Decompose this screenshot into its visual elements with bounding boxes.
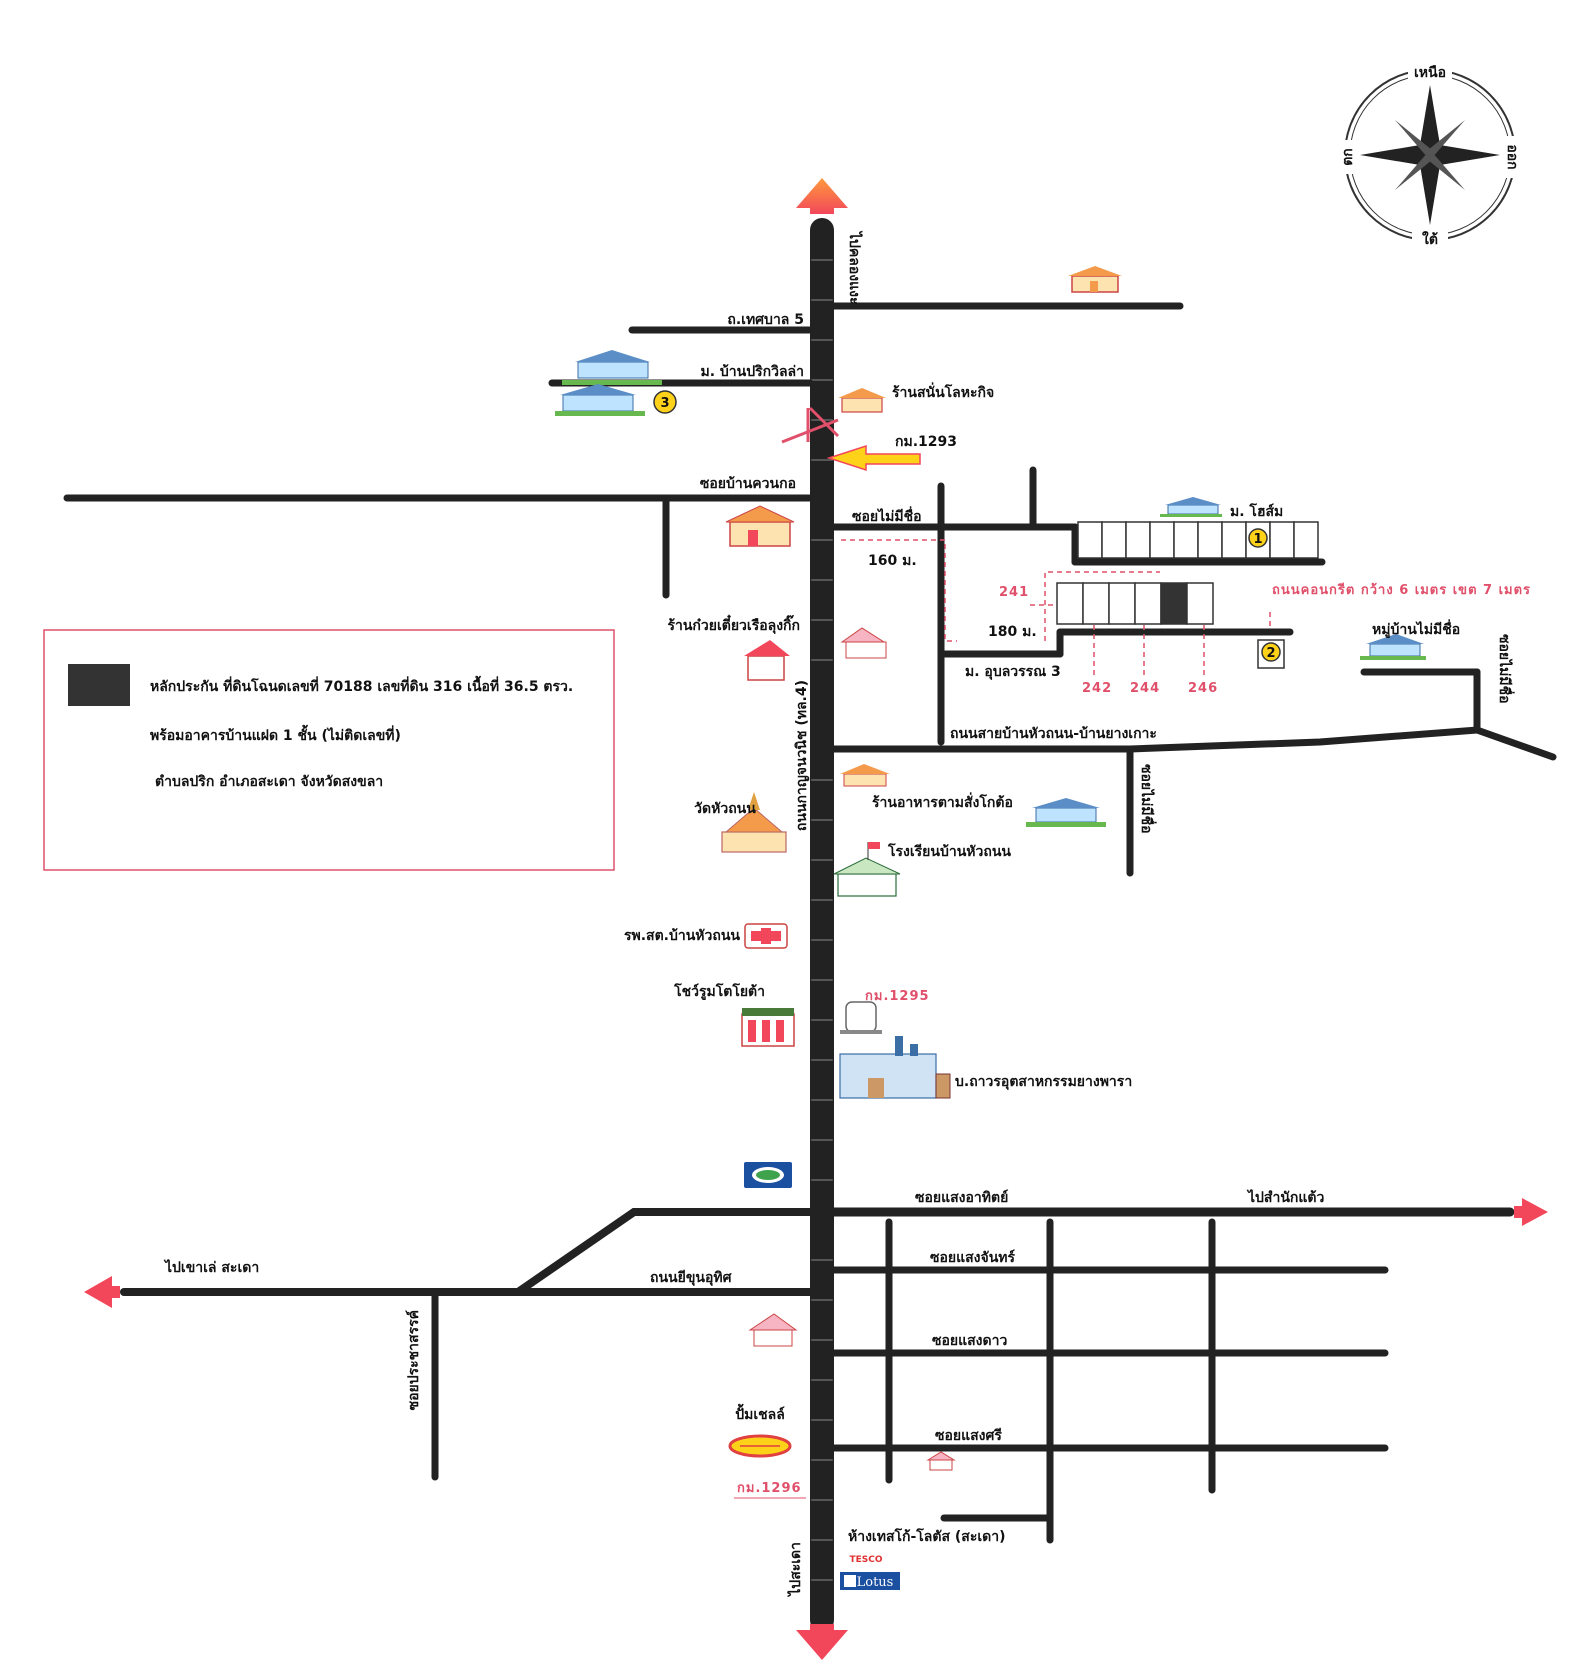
compass-rose: เหนือ ใต้ ตก ออก [1340,63,1520,248]
label-soi-saeng-si: ซอยแสงศรี [935,1428,1002,1444]
label-soi-saeng-chan: ซอยแสงจันทร์ [930,1249,1016,1266]
svg-text:1: 1 [1253,532,1262,547]
label-plot-241: 241 [999,585,1029,600]
compass-west-label: ตก [1340,148,1356,166]
legend-line-2: พร้อมอาคารบ้านแฝด 1 ชั้น (ไม่ติดเลขที่) [150,724,401,744]
svg-text:Lotus: Lotus [857,1575,894,1590]
small-house-icon [840,627,887,659]
compass-east-label: ออก [1504,144,1520,169]
label-restaurant: ร้านอาหารตามสั่งโกต้อ [872,792,1013,811]
legend-line-1: หลักประกัน ที่ดินโฉนดเลขที่ 70188 เลขที่… [150,675,573,695]
direction-arrows [84,178,1548,1660]
label-wat: วัดหัวถนน [694,801,756,817]
label-km1295: กม.1295 [865,989,930,1004]
label-soi-saeng-athit: ซอยแสงอาทิตย์ [915,1189,1008,1206]
label-tesco: ห้างเทสโก้-โลตัส (สะเดา) [848,1527,1006,1545]
label-hua-thanon-road: ถนนสายบ้านหัวถนน-บ้านยางเกาะ [950,726,1157,742]
small-shop-icon [926,1451,956,1471]
label-soi-khuan-kol: ซอยบ้านควนกอ [700,476,796,492]
label-ubonwan3: ม. อุบลวรรณ 3 [965,664,1061,680]
legend-box: หลักประกัน ที่ดินโฉนดเลขที่ 70188 เลขที่… [43,629,615,871]
toyota-showroom-icon [741,1008,795,1047]
marker-3: 3 [653,390,677,414]
label-km1296: กม.1296 [737,1481,802,1496]
svg-text:TESCO: TESCO [849,1555,882,1565]
label-distance-180: 180 ม. [988,624,1037,640]
arrow-km1293 [826,444,921,472]
collateral-plot [1160,582,1188,625]
label-hospital: รพ.สต.บ้านหัวถนน [624,928,740,944]
junction-cross-mark [781,406,840,444]
label-school: โรงเรียนบ้านหัวถนน [887,842,1011,860]
school-icon [833,842,901,897]
label-unnamed-village: หมู่บ้านไม่มีชื่อ [1372,619,1460,638]
label-main-road: ถนนกาญจนวนิช (ทล.4) [794,680,810,831]
label-rubber-factory: บ.ถาวรอุตสาหกรรมยางพารา [955,1074,1132,1090]
roads-layer [63,218,1557,1632]
label-sanan-shop: ร้านสนั่นโลหะกิจ [892,382,994,401]
compass-north-label: เหนือ [1414,65,1446,81]
tesco-lotus-logo: TESCO Lotus [840,1555,900,1590]
village-icon-south [1026,798,1106,827]
legend-line-3: ตำบลปริก อำเภอสะเดา จังหวัดสงขลา [155,774,383,790]
subject-plots [1056,582,1214,625]
km1295-post-icon [840,1001,882,1034]
noodle-shop-icon [744,640,790,681]
label-distance-160: 160 ม. [868,553,917,569]
label-yi-khun-uthit: ถนนยีขุนอุทิศ [650,1270,733,1286]
shop-icon [838,388,886,413]
label-to-khlong-hae: ไปคลองแงะ [846,230,864,305]
label-to-samnak-taeo: ไปสำนักแต้ว [1246,1188,1324,1206]
svg-text:2: 2 [1266,646,1275,661]
svg-text:3: 3 [660,396,669,411]
village-icon-unnamed [1360,634,1426,660]
marker-1: 1 [1248,528,1268,548]
label-ban-prik-villa: ม. บ้านปริกวิลล่า [700,364,804,380]
label-tessaban5: ถ.เทศบาล 5 [727,312,804,328]
temple-icon [721,792,787,853]
label-home-village: ม. โฮส์ม [1230,502,1283,520]
label-km1293: กม.1293 [895,434,957,450]
village-house-icon [555,350,662,416]
marker-2: 2 [1261,642,1281,662]
label-soi-unnamed-3: ซอยไม่มีชื่อ [1138,764,1157,834]
bank-logo-icon [744,1162,792,1188]
label-concrete-road: ถนนคอนกรีต กว้าง 6 เมตร เขต 7 เมตร [1272,582,1531,598]
shell-logo-icon [728,1434,792,1458]
label-soi-unnamed-2: ซอยไม่มีชื่อ [1496,634,1515,704]
label-soi-saeng-dao: ซอยแสงดาว [932,1333,1007,1349]
hospital-icon [744,923,788,949]
arrow-west [84,1276,120,1308]
restaurant-icon [840,764,890,787]
label-shell: ปั้มเชลล์ [735,1403,785,1423]
label-noodle-shop: ร้านก๋วยเตี๋ยวเรือลุงกิ๊ก [667,614,800,634]
label-soi-unnamed-1: ซอยไม่มีชื่อ [852,506,922,525]
arrow-north [796,178,848,214]
arrow-south [796,1624,848,1660]
arrow-east [1514,1198,1548,1226]
label-plot-242: 242 [1082,681,1112,696]
home-village-plots [1077,521,1319,559]
large-house-icon [725,505,795,547]
house-icon [1068,266,1122,293]
label-to-khao-le: ไปเขาเล่ สะเดา [163,1258,259,1276]
village-icon-home [1160,497,1222,517]
compass-south-label: ใต้ [1422,230,1438,248]
label-soi-prachasan: ซอยประชาสรรค์ [405,1310,422,1410]
roadside-house-icon [748,1313,798,1347]
factory-icon [839,1036,951,1099]
label-to-sadao: ไปสะเดา [786,1542,804,1598]
label-plot-246: 246 [1188,681,1218,696]
distance-guides [841,539,1271,675]
label-plot-244: 244 [1130,681,1160,696]
label-toyota: โชว์รูมโตโยต้า [673,982,765,1000]
